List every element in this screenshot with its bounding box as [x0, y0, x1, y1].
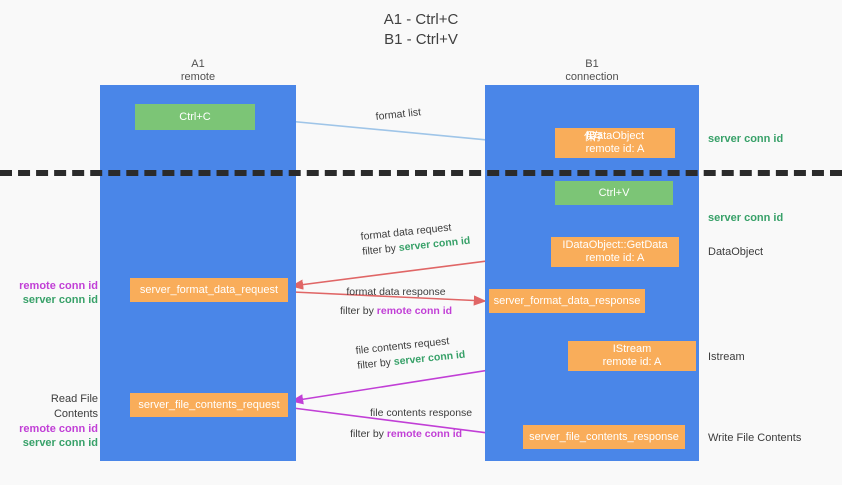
edge-label-format-data-response: format data response filter by remote co… — [340, 285, 452, 319]
node-getdata-sub: remote id: A — [585, 252, 645, 264]
edge-label-file-contents-request: file contents request filter by server c… — [355, 333, 466, 374]
edge-label-format-data-request: format data request filter by server con… — [360, 219, 471, 260]
edge-label-format-list-title: format list — [375, 106, 422, 123]
node-server-file-contents-response-label: server_file_contents_response — [529, 430, 679, 443]
node-server-file-contents-request-label: server_file_contents_request — [138, 398, 280, 411]
annotation-read-file-contents: Read File Contents — [50, 393, 98, 420]
node-idataobject[interactable]: 保存 IDataObject remote id: A — [555, 128, 675, 158]
column-header-a1: A1 remote — [100, 58, 296, 84]
annotation-group-format: remote conn id server conn id — [8, 279, 98, 307]
annotation-remote-conn-id-1: remote conn id — [19, 280, 98, 292]
dashed-divider — [0, 170, 842, 176]
title-line-2: B1 - Ctrl+V — [384, 31, 458, 48]
column-a1-role: remote — [180, 71, 216, 83]
title-line-1: A1 - Ctrl+C — [383, 11, 459, 28]
edge-label-fdresp-filter-target: remote conn id — [376, 305, 453, 317]
edge-label-file-contents-response: file contents response filter by remote … — [350, 406, 473, 442]
annotation-server-conn-id-left-2: server conn id — [22, 437, 98, 449]
annotation-dataobject: DataObject — [708, 246, 764, 258]
edge-label-fcresp-filter: filter by remote conn id — [340, 427, 472, 442]
node-idataobject-sub: remote id: A — [585, 143, 645, 155]
edge-label-fcreq-filter-prefix: filter by — [356, 356, 392, 372]
node-getdata-label: IDataObject::GetData — [562, 239, 668, 251]
node-istream[interactable]: IStream remote id: A — [568, 341, 696, 371]
node-ctrl-v[interactable]: Ctrl+V — [555, 181, 673, 205]
annotation-write-file-contents: Write File Contents — [708, 432, 802, 444]
node-server-format-data-request-label: server_format_data_request — [139, 283, 279, 296]
node-server-format-data-response-label: server_format_data_response — [493, 294, 641, 307]
annotation-server-conn-id-middle: server conn id — [708, 212, 784, 224]
node-getdata[interactable]: IDataObject::GetData remote id: A — [551, 237, 679, 267]
node-idataobject-ghost-glyph: 保存 — [583, 130, 603, 143]
column-b1-name: B1 — [585, 58, 599, 70]
edge-label-fcresp-filter-prefix: filter by — [350, 428, 384, 440]
edge-label-fdresp-filter-prefix: filter by — [340, 305, 374, 317]
edge-label-format-list: format list — [375, 105, 422, 125]
node-istream-label: IStream — [612, 343, 652, 355]
annotation-group-file: Read File Contents remote conn id server… — [8, 392, 98, 450]
node-ctrl-c-label: Ctrl+C — [179, 110, 211, 123]
edge-label-fcresp-filter-target: remote conn id — [386, 428, 463, 440]
node-ctrl-v-label: Ctrl+V — [598, 186, 630, 199]
node-server-format-data-request[interactable]: server_format_data_request — [130, 278, 288, 302]
node-ctrl-c[interactable]: Ctrl+C — [135, 104, 255, 130]
node-server-format-data-response[interactable]: server_format_data_response — [489, 289, 645, 313]
edge-label-fdresp-filter: filter by remote conn id — [340, 304, 452, 319]
node-server-file-contents-response[interactable]: server_file_contents_response — [523, 425, 685, 449]
column-b1-role: connection — [565, 71, 619, 83]
page-title: A1 - Ctrl+C B1 - Ctrl+V — [0, 10, 842, 50]
node-istream-sub: remote id: A — [602, 356, 662, 368]
edge-label-fdresp-title: format data response — [346, 286, 446, 298]
annotation-remote-conn-id-2: remote conn id — [19, 423, 98, 435]
column-a1-name: A1 — [191, 58, 205, 70]
edge-label-fcresp-title: file contents response — [370, 407, 473, 419]
annotation-server-conn-id-top: server conn id — [708, 133, 784, 145]
column-header-b1: B1 connection — [485, 58, 699, 84]
edge-label-fdreq-filter-prefix: filter by — [361, 242, 397, 258]
annotation-server-conn-id-left-1: server conn id — [22, 294, 98, 306]
node-server-file-contents-request[interactable]: server_file_contents_request — [130, 393, 288, 417]
node-idataobject-label: IDataObject — [585, 130, 645, 142]
annotation-istream: Istream — [708, 351, 745, 363]
